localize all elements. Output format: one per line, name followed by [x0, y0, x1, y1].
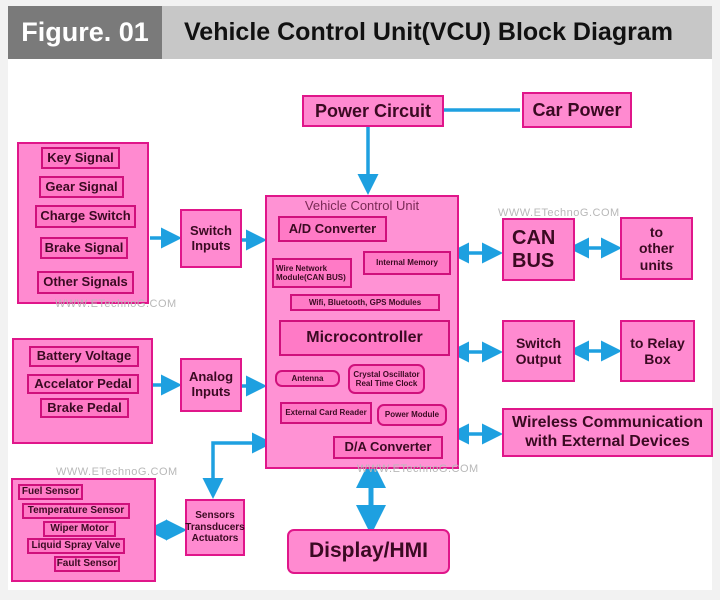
vcu-label: Vehicle Control Unit: [304, 198, 420, 213]
relay-box-block: to Relay Box: [620, 320, 695, 382]
other-signals-block: Other Signals: [37, 271, 134, 294]
switch-inputs-block: Switch Inputs: [180, 209, 242, 268]
fuel-sensor-block: Fuel Sensor: [18, 484, 83, 500]
car-power-block: Car Power: [522, 92, 632, 128]
wireless-modules-block: Wifi, Bluetooth, GPS Modules: [290, 294, 440, 311]
diagram-title: Vehicle Control Unit(VCU) Block Diagram: [184, 18, 673, 46]
temperature-sensor-block: Temperature Sensor: [22, 503, 130, 519]
brake-pedal-block: Brake Pedal: [40, 398, 129, 418]
antenna-block: Antenna: [275, 370, 340, 387]
gear-signal-block: Gear Signal: [39, 176, 124, 198]
ad-converter-block: A/D Converter: [278, 216, 387, 242]
da-converter-block: D/A Converter: [333, 436, 443, 459]
watermark: WWW.ETechnoG.COM: [55, 298, 177, 310]
internal-memory-block: Internal Memory: [363, 251, 451, 275]
arrow-vcu-sensors: [202, 432, 273, 499]
power-circuit-block: Power Circuit: [302, 95, 444, 127]
other-units-block: to other units: [620, 217, 693, 280]
wiper-motor-block: Wiper Motor: [43, 521, 116, 537]
watermark: WWW.ETechnoG.COM: [357, 463, 479, 475]
microcontroller-block: Microcontroller: [279, 320, 450, 356]
analog-inputs-block: Analog Inputs: [180, 358, 242, 412]
external-card-reader-block: External Card Reader: [280, 402, 372, 424]
wireless-communication-block: Wireless Communication with External Dev…: [502, 408, 713, 457]
power-module-block: Power Module: [377, 404, 447, 426]
can-bus-block: CAN BUS: [502, 218, 575, 281]
display-hmi-block: Display/HMI: [287, 529, 450, 574]
accelerator-pedal-block: Accelator Pedal: [27, 374, 139, 394]
watermark: WWW.ETechnoG.COM: [498, 207, 620, 219]
brake-signal-block: Brake Signal: [40, 237, 128, 259]
key-signal-block: Key Signal: [41, 147, 120, 169]
sensors-transducers-actuators-block: Sensors Transducers Actuators: [185, 499, 245, 556]
watermark: WWW.ETechnoG.COM: [56, 466, 178, 478]
battery-voltage-block: Battery Voltage: [29, 346, 139, 367]
fault-sensor-block: Fault Sensor: [54, 556, 120, 572]
figure-label: Figure. 01: [8, 6, 162, 59]
crystal-oscillator-block: Crystal Oscillator Real Time Clock: [348, 364, 425, 394]
switch-output-block: Switch Output: [502, 320, 575, 382]
liquid-spray-valve-block: Liquid Spray Valve: [27, 538, 125, 554]
charge-switch-block: Charge Switch: [35, 205, 136, 228]
wire-network-module-block: Wire Network Module(CAN BUS): [272, 258, 352, 288]
